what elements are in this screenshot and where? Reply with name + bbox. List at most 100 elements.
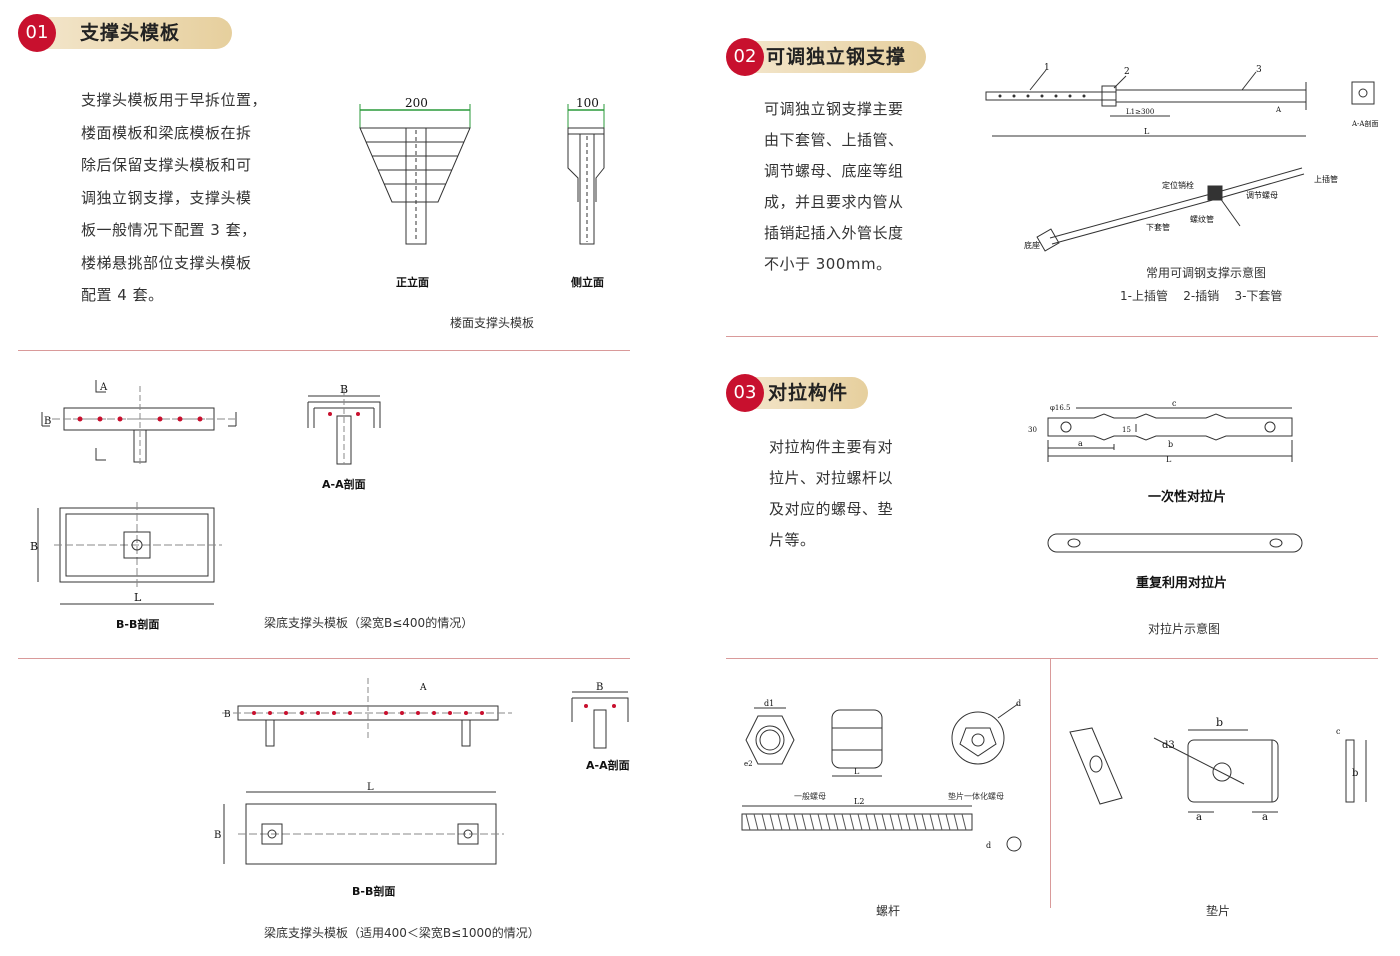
divider: [726, 658, 1378, 659]
dim-b: B: [596, 682, 603, 693]
dim-nut-l: L: [854, 767, 860, 776]
divider: [18, 658, 630, 659]
label-section-aa: A-A剖面: [322, 478, 366, 491]
dim-washer-a: a: [1196, 812, 1202, 823]
beam-support-head-small-drawing: A B B B L: [30, 380, 381, 605]
body-line: 可调独立钢支撑主要: [764, 100, 904, 118]
section-mark-a: A: [419, 683, 427, 693]
floor-support-head-drawing: 200 100: [359, 96, 605, 245]
divider: [726, 336, 1378, 337]
section-01-header: 01 支撑头模板: [18, 14, 233, 52]
dim-c: c: [1172, 399, 1177, 408]
body-line: 楼梯悬挑部位支撑头模板: [81, 253, 252, 272]
nut-rod-drawing: d1 e2 L d L2 d: [741, 699, 1022, 852]
dim-b: B: [340, 383, 348, 396]
part-thread: 螺纹管: [1190, 214, 1214, 224]
label-washer-nut: 垫片一体化螺母: [948, 792, 1004, 801]
dim-b: b: [1168, 440, 1173, 449]
washer-drawing: b a a d3 c b: [1069, 716, 1367, 823]
part-upper: 上插管: [1314, 174, 1338, 184]
body-line: 除后保留支撑头模板和可: [81, 156, 252, 174]
caption-tie-plate: 对拉片示意图: [1148, 622, 1221, 636]
section-mark-b: B: [44, 416, 51, 427]
part-lower: 下套管: [1146, 222, 1170, 232]
body-line: 配置 4 套。: [81, 286, 164, 304]
section-number: 03: [726, 374, 764, 412]
caption-washer: 垫片: [1206, 904, 1231, 918]
dim-a: a: [1078, 439, 1083, 448]
body-line: 楼面模板和梁底模板在拆: [81, 123, 252, 142]
dim-side-width: 100: [576, 96, 599, 110]
body-line: 由下套管、上插管、: [764, 131, 904, 149]
dim-front-width: 200: [405, 96, 428, 110]
label-reusable-tie: 重复利用对拉片: [1136, 576, 1228, 591]
dim-rod-d: d: [986, 841, 991, 850]
body-line: 支撑头模板用于早拆位置，: [81, 91, 268, 109]
beam-support-head-large-drawing: A B B L B: [214, 678, 629, 865]
body-line: 插销起插入外管长度: [764, 224, 904, 242]
dim-d: d: [1016, 699, 1021, 708]
label-front-elevation: 正立面: [396, 276, 429, 289]
part-label-3: 3: [1256, 65, 1262, 75]
section-header-bar: [740, 41, 926, 73]
caption-adjustable-prop: 常用可调钢支撑示意图: [1146, 266, 1267, 280]
divider-vertical: [1050, 658, 1051, 908]
dim-l1: L1≥300: [1126, 108, 1154, 116]
dim-washer-b-side: b: [1352, 768, 1358, 779]
dim-d1: d1: [764, 699, 774, 708]
section-01-body: 支撑头模板用于早拆位置， 楼面模板和梁底模板在拆 除后保留支撑头模板和可 调独立…: [81, 84, 301, 312]
dim-hole: φ16.5: [1050, 404, 1071, 412]
dim-l: L: [1166, 455, 1172, 464]
dim-l: L: [134, 591, 142, 604]
label-section-aa: A-A剖面: [586, 759, 630, 772]
dim-rod-l2: L2: [854, 797, 864, 806]
tie-plate-drawing: c a b L 30 15 φ16.5: [1028, 399, 1303, 553]
section-03-header: 03 对拉构件: [726, 374, 871, 412]
section-mark-a: A: [1275, 106, 1282, 114]
label-section-bb: B-B剖面: [116, 618, 160, 631]
dim-washer-d3: d3: [1162, 740, 1175, 751]
dim-washer-b: b: [1216, 716, 1223, 729]
section-title: 对拉构件: [768, 382, 849, 404]
section-header-bar: [32, 17, 232, 49]
section-mark-b: B: [224, 710, 231, 720]
caption-tie-rod: 螺杆: [876, 904, 901, 918]
label-regular-nut: 一般螺母: [794, 792, 826, 801]
part-pin: 定位销栓: [1162, 180, 1194, 190]
dim-washer-a2: a: [1262, 812, 1268, 823]
part-label-1: 1: [1044, 63, 1050, 73]
dim-e2: e2: [744, 760, 753, 768]
section-aa-label: A-A剖面: [1351, 119, 1378, 128]
section-number: 02: [726, 38, 764, 76]
body-line: 成，并且要求内管从: [764, 193, 904, 211]
body-line: 调节螺母、底座等组: [764, 162, 904, 180]
adjustable-steel-prop-drawing: 1 2 3 L1≥300 L A-A剖面 A 定位销栓 上插管 调节螺母 螺纹管…: [985, 63, 1378, 252]
label-section-bb: B-B剖面: [352, 885, 396, 898]
body-line: 对拉构件主要有对: [769, 438, 894, 456]
part-label-2: 2: [1124, 67, 1130, 77]
dim-b-vertical: B: [30, 540, 38, 553]
section-02-header: 02 可调独立钢支撑: [726, 38, 931, 76]
part-nut: 调节螺母: [1246, 190, 1278, 200]
section-03-body: 对拉构件主要有对 拉片、对拉螺杆以 及对应的螺母、垫 片等。: [769, 432, 929, 556]
body-line: 片等。: [769, 531, 816, 549]
dim-15: 15: [1122, 426, 1131, 434]
body-line: 板一般情况下配置 3 套，: [81, 221, 257, 239]
section-02-body: 可调独立钢支撑主要 由下套管、上插管、 调节螺母、底座等组 成，并且要求内管从 …: [764, 94, 944, 280]
caption-floor-support-head: 楼面支撑头模板: [450, 316, 535, 330]
dim-l: L: [367, 782, 374, 793]
section-title: 可调独立钢支撑: [766, 46, 907, 68]
label-side-elevation: 侧立面: [571, 276, 604, 289]
caption-beam-support-head-large: 梁底支撑头模板（适用400＜梁宽B≤1000的情况）: [264, 926, 540, 940]
dim-b-vertical: B: [214, 830, 221, 841]
dim-l: L: [1144, 127, 1150, 136]
section-title: 支撑头模板: [80, 22, 181, 44]
section-mark-a: A: [99, 382, 108, 393]
body-line: 不小于 300mm。: [764, 255, 892, 273]
body-line: 拉片、对拉螺杆以: [769, 469, 894, 487]
dim-washer-c: c: [1336, 727, 1341, 736]
part-base: 底座: [1024, 240, 1040, 250]
body-line: 及对应的螺母、垫: [769, 500, 894, 518]
label-disposable-tie: 一次性对拉片: [1148, 490, 1227, 505]
dim-30: 30: [1028, 426, 1037, 434]
